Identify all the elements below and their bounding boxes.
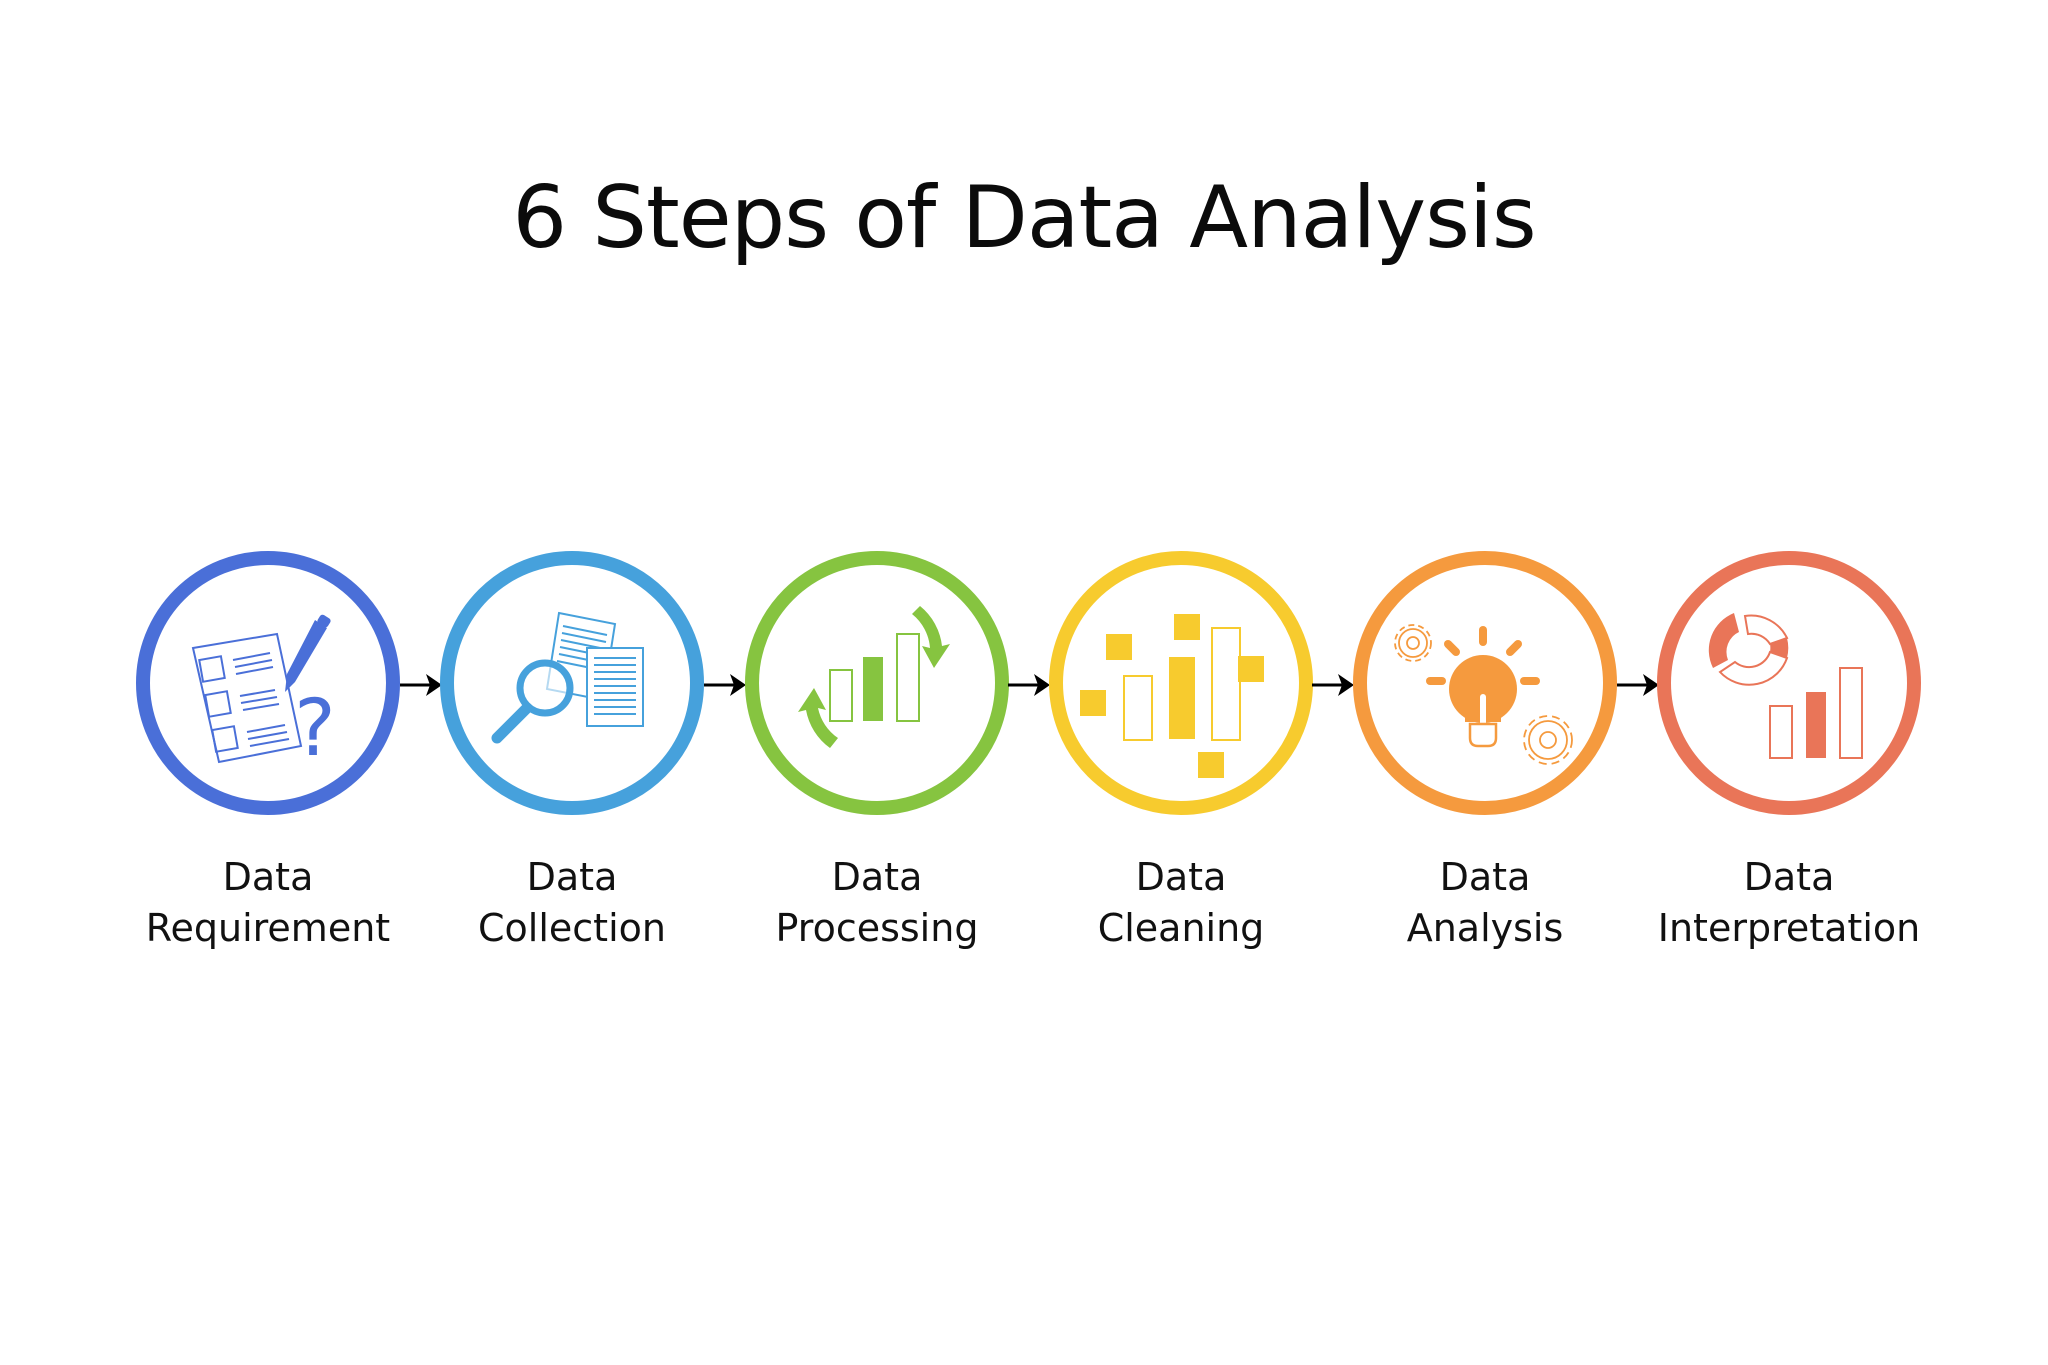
step-label: Data Interpretation bbox=[1619, 852, 1959, 954]
step-label-line2: Cleaning bbox=[1097, 906, 1265, 950]
step-label-line1: Data bbox=[222, 855, 314, 899]
arrow-right-icon bbox=[704, 674, 746, 696]
arrow-right-icon bbox=[1617, 674, 1659, 696]
step-label: Data Analysis bbox=[1315, 852, 1655, 954]
donut-bar-chart-icon bbox=[1657, 551, 1921, 815]
step-label-line1: Data bbox=[831, 855, 923, 899]
step-label-line1: Data bbox=[1743, 855, 1835, 899]
svg-text:?: ? bbox=[294, 684, 335, 774]
step-label-line1: Data bbox=[526, 855, 618, 899]
step-label-line2: Requirement bbox=[145, 906, 391, 950]
step-label-line2: Analysis bbox=[1406, 906, 1564, 950]
arrow-right-icon bbox=[1008, 674, 1050, 696]
step-label-line2: Processing bbox=[775, 906, 979, 950]
step-label-line2: Collection bbox=[478, 906, 666, 950]
step-label-line1: Data bbox=[1135, 855, 1227, 899]
arrow-right-icon bbox=[400, 674, 442, 696]
scattered-bars-icon bbox=[1049, 551, 1313, 815]
bar-chart-cycle-icon bbox=[745, 551, 1009, 815]
step-label: Data Collection bbox=[402, 852, 742, 954]
page-title: 6 Steps of Data Analysis bbox=[512, 168, 1536, 268]
arrow-right-icon bbox=[1312, 674, 1354, 696]
step-label: Data Processing bbox=[707, 852, 1047, 954]
documents-magnifier-icon bbox=[440, 551, 704, 815]
step-label-line1: Data bbox=[1439, 855, 1531, 899]
step-label-line2: Interpretation bbox=[1657, 906, 1921, 950]
checklist-pen-question-icon: ? bbox=[136, 551, 400, 815]
step-label: Data Requirement bbox=[98, 852, 438, 954]
step-label: Data Cleaning bbox=[1011, 852, 1351, 954]
lightbulb-gears-icon bbox=[1353, 551, 1617, 815]
